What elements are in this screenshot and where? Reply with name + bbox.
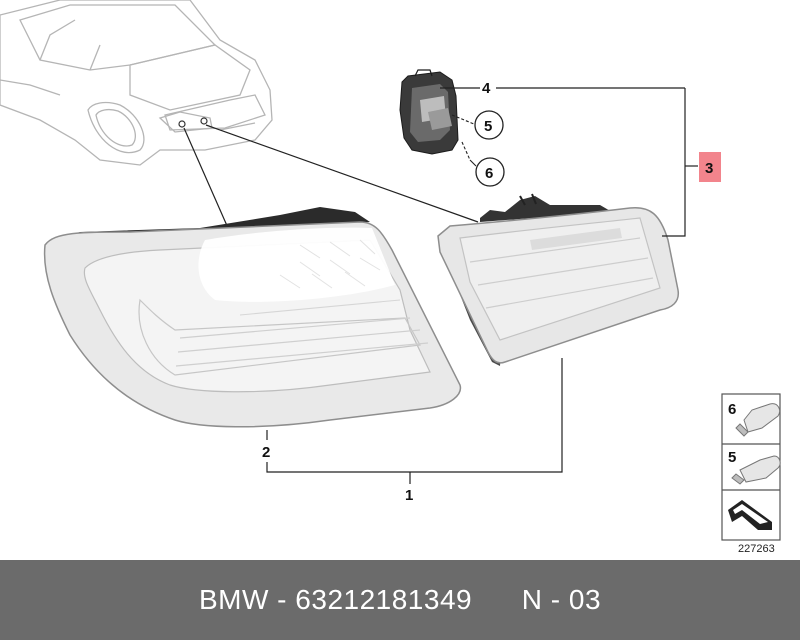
- bulb-holder: [399, 69, 459, 155]
- inner-tail-lamp: [437, 193, 680, 366]
- footer-position: N - 03: [521, 584, 602, 615]
- callout-4: 4: [482, 80, 491, 97]
- callout-3: 3: [705, 160, 713, 177]
- leader-line-5: [451, 114, 475, 125]
- footer-gap: [472, 584, 522, 616]
- callout-5-circle: [474, 110, 504, 140]
- wedge-bulb-icon: [735, 403, 781, 437]
- callout-6: 6: [485, 165, 493, 182]
- footer-part-number: 63212181349: [295, 584, 473, 615]
- callout-2: 2: [262, 444, 270, 461]
- leader-line-inner-lamp: [205, 124, 479, 223]
- footer-brand: BMW: [198, 584, 269, 615]
- callout-5: 5: [484, 118, 492, 135]
- callout-3-highlight: [699, 152, 721, 182]
- car-outline: [0, 0, 273, 166]
- legend-label-6: 6: [728, 401, 736, 418]
- footer-separator: -: [268, 584, 296, 615]
- reference-number: 227263: [738, 543, 775, 555]
- car-lamp-marker-inner: [200, 117, 208, 125]
- part-number-footer: BMW - 63212181349 N - 03: [0, 560, 800, 640]
- parts-diagram: 4 5 6 3 2 1 6 5 227263: [0, 0, 781, 555]
- leader-line-6: [461, 141, 471, 161]
- leader-line-6b: [469, 159, 477, 167]
- leader-line-outer-lamp: [183, 127, 229, 229]
- bracket-3: [662, 88, 686, 237]
- outer-tail-lamp: [43, 207, 462, 428]
- callout-6-circle: [475, 157, 505, 187]
- car-lamp-marker-outer: [178, 120, 186, 128]
- legend-label-5: 5: [728, 449, 736, 466]
- bracket-1: [266, 358, 563, 473]
- bulb-icon: [731, 455, 781, 485]
- legend-panel: 6 5 227263: [721, 393, 781, 555]
- callout-1: 1: [405, 487, 413, 504]
- gasket-icon: [728, 500, 772, 530]
